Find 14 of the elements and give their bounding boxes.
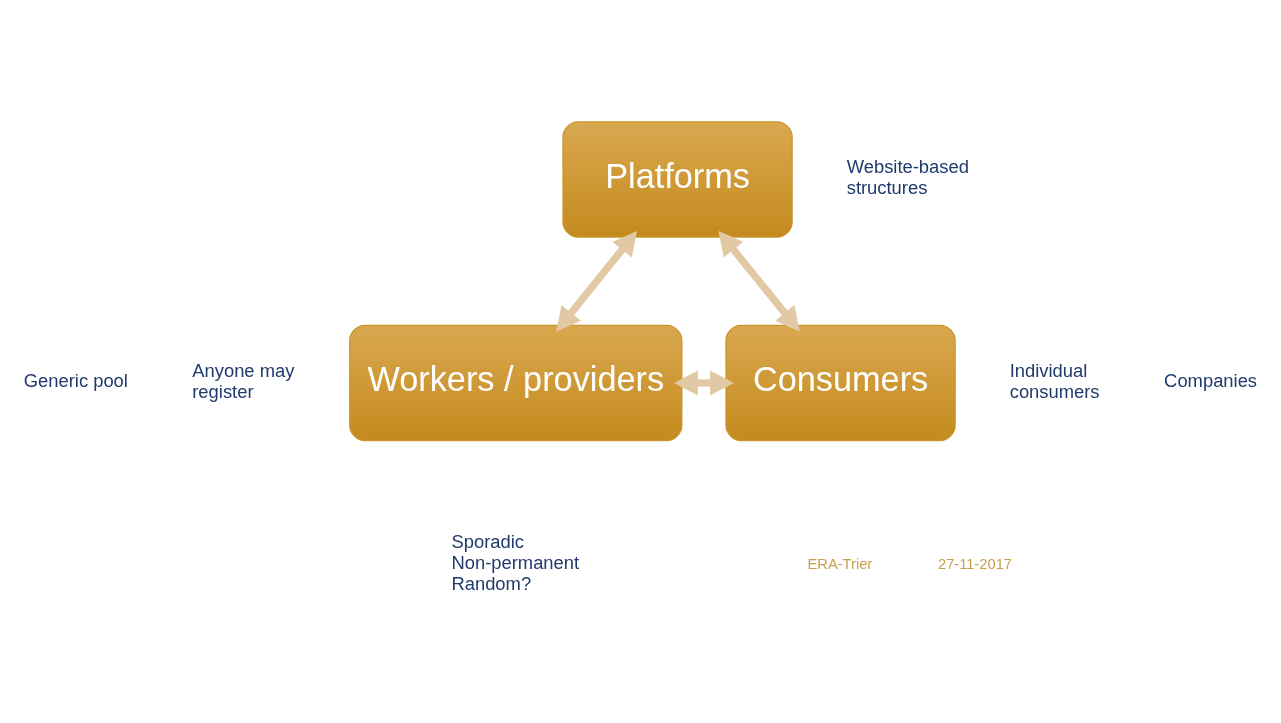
node-box: Platforms (562, 121, 793, 238)
node-box: Consumers (725, 324, 956, 442)
arrow (718, 231, 800, 332)
arrow (674, 370, 734, 396)
label: 27-11-2017 (938, 555, 1013, 572)
label: ERA-Trier (807, 555, 873, 572)
node-label: Individual consumers (1009, 359, 1100, 402)
arrow (556, 231, 638, 332)
label: Sporadic Non-permanent Random? (451, 531, 580, 595)
node-label: Companies (1164, 370, 1258, 392)
node-box: Workers / providers (349, 324, 683, 442)
node-label: Anyone may register (192, 359, 295, 402)
node-label: Generic pool (23, 370, 128, 392)
node-label: Website-based structures (846, 156, 969, 199)
